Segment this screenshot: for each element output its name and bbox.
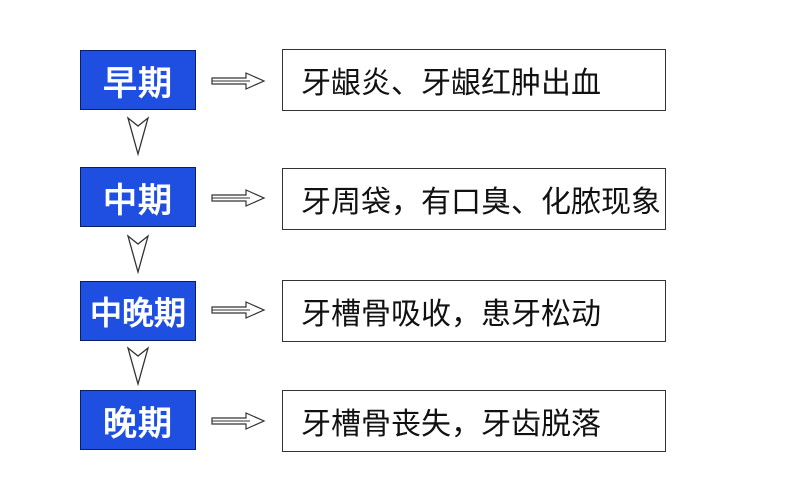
stage-description-middle: 牙周袋，有口臭、化脓现象 bbox=[282, 168, 666, 230]
stage-label-mid-late: 中晚期 bbox=[80, 281, 196, 341]
right-arrow-icon bbox=[211, 72, 266, 90]
stage-description-early: 牙龈炎、牙龈红肿出血 bbox=[282, 49, 666, 111]
stage-label-late: 晚期 bbox=[80, 390, 196, 450]
right-arrow-icon bbox=[211, 189, 266, 207]
down-arrow-icon bbox=[126, 234, 150, 274]
stage-description-mid-late: 牙槽骨吸收，患牙松动 bbox=[282, 280, 666, 342]
right-arrow-icon bbox=[211, 412, 266, 430]
down-arrow-icon bbox=[126, 116, 150, 156]
stage-label-early: 早期 bbox=[80, 50, 196, 110]
stage-label-middle: 中期 bbox=[80, 167, 196, 227]
stage-description-late: 牙槽骨丧失，牙齿脱落 bbox=[282, 390, 666, 452]
down-arrow-icon bbox=[126, 346, 150, 386]
right-arrow-icon bbox=[211, 301, 266, 319]
